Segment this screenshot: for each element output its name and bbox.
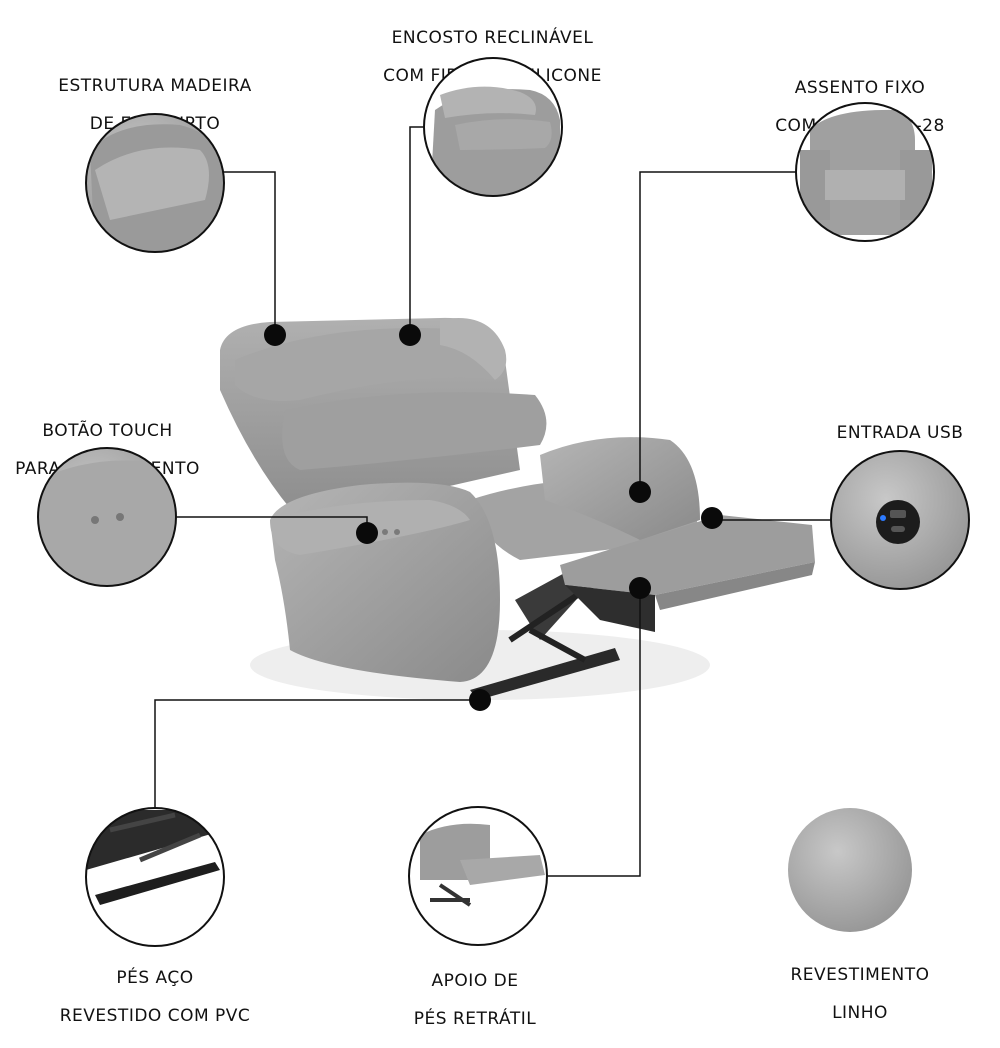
recliner-illustration [37,57,970,947]
usb-led-icon [880,515,886,521]
detail-encosto [423,57,563,197]
detail-apoio [408,806,548,946]
dot-assento [629,481,651,503]
label-line: PÉS RETRÁTIL [413,1009,537,1029]
footrest [560,515,815,632]
dot-botao [356,522,378,544]
detail-usb [830,450,970,590]
label-line: ESTRUTURA MADEIRA [58,76,252,96]
label-line: REVESTIDO COM PVC [59,1006,251,1026]
dot-encosto [399,324,421,346]
label-line: REVESTIMENTO [790,965,930,985]
label-line: ASSENTO FIXO [794,78,926,98]
right-arm [540,437,700,540]
backrest [220,317,547,520]
dot-pes [469,689,491,711]
label-line: BOTÃO TOUCH [42,421,173,441]
detail-pes [85,807,225,947]
label-line: ENCOSTO RECLINÁVEL [391,28,594,48]
touch-button-icon [116,513,124,521]
detail-assento [795,102,935,242]
label-line: APOIO DE [431,971,519,991]
left-arm [270,482,500,682]
usb-port-icon [876,500,920,544]
label-line: PÉS AÇO [116,968,194,988]
callout-dots [264,324,723,711]
dot-estrutura [264,324,286,346]
detail-revestimento [788,808,912,932]
label-line: LINHO [832,1003,888,1023]
touch-button-icon [91,516,99,524]
dot-usb [701,507,723,529]
detail-estrutura [85,113,225,253]
detail-botao [37,447,177,587]
label-line: ENTRADA USB [836,423,964,443]
dot-apoio [629,577,651,599]
